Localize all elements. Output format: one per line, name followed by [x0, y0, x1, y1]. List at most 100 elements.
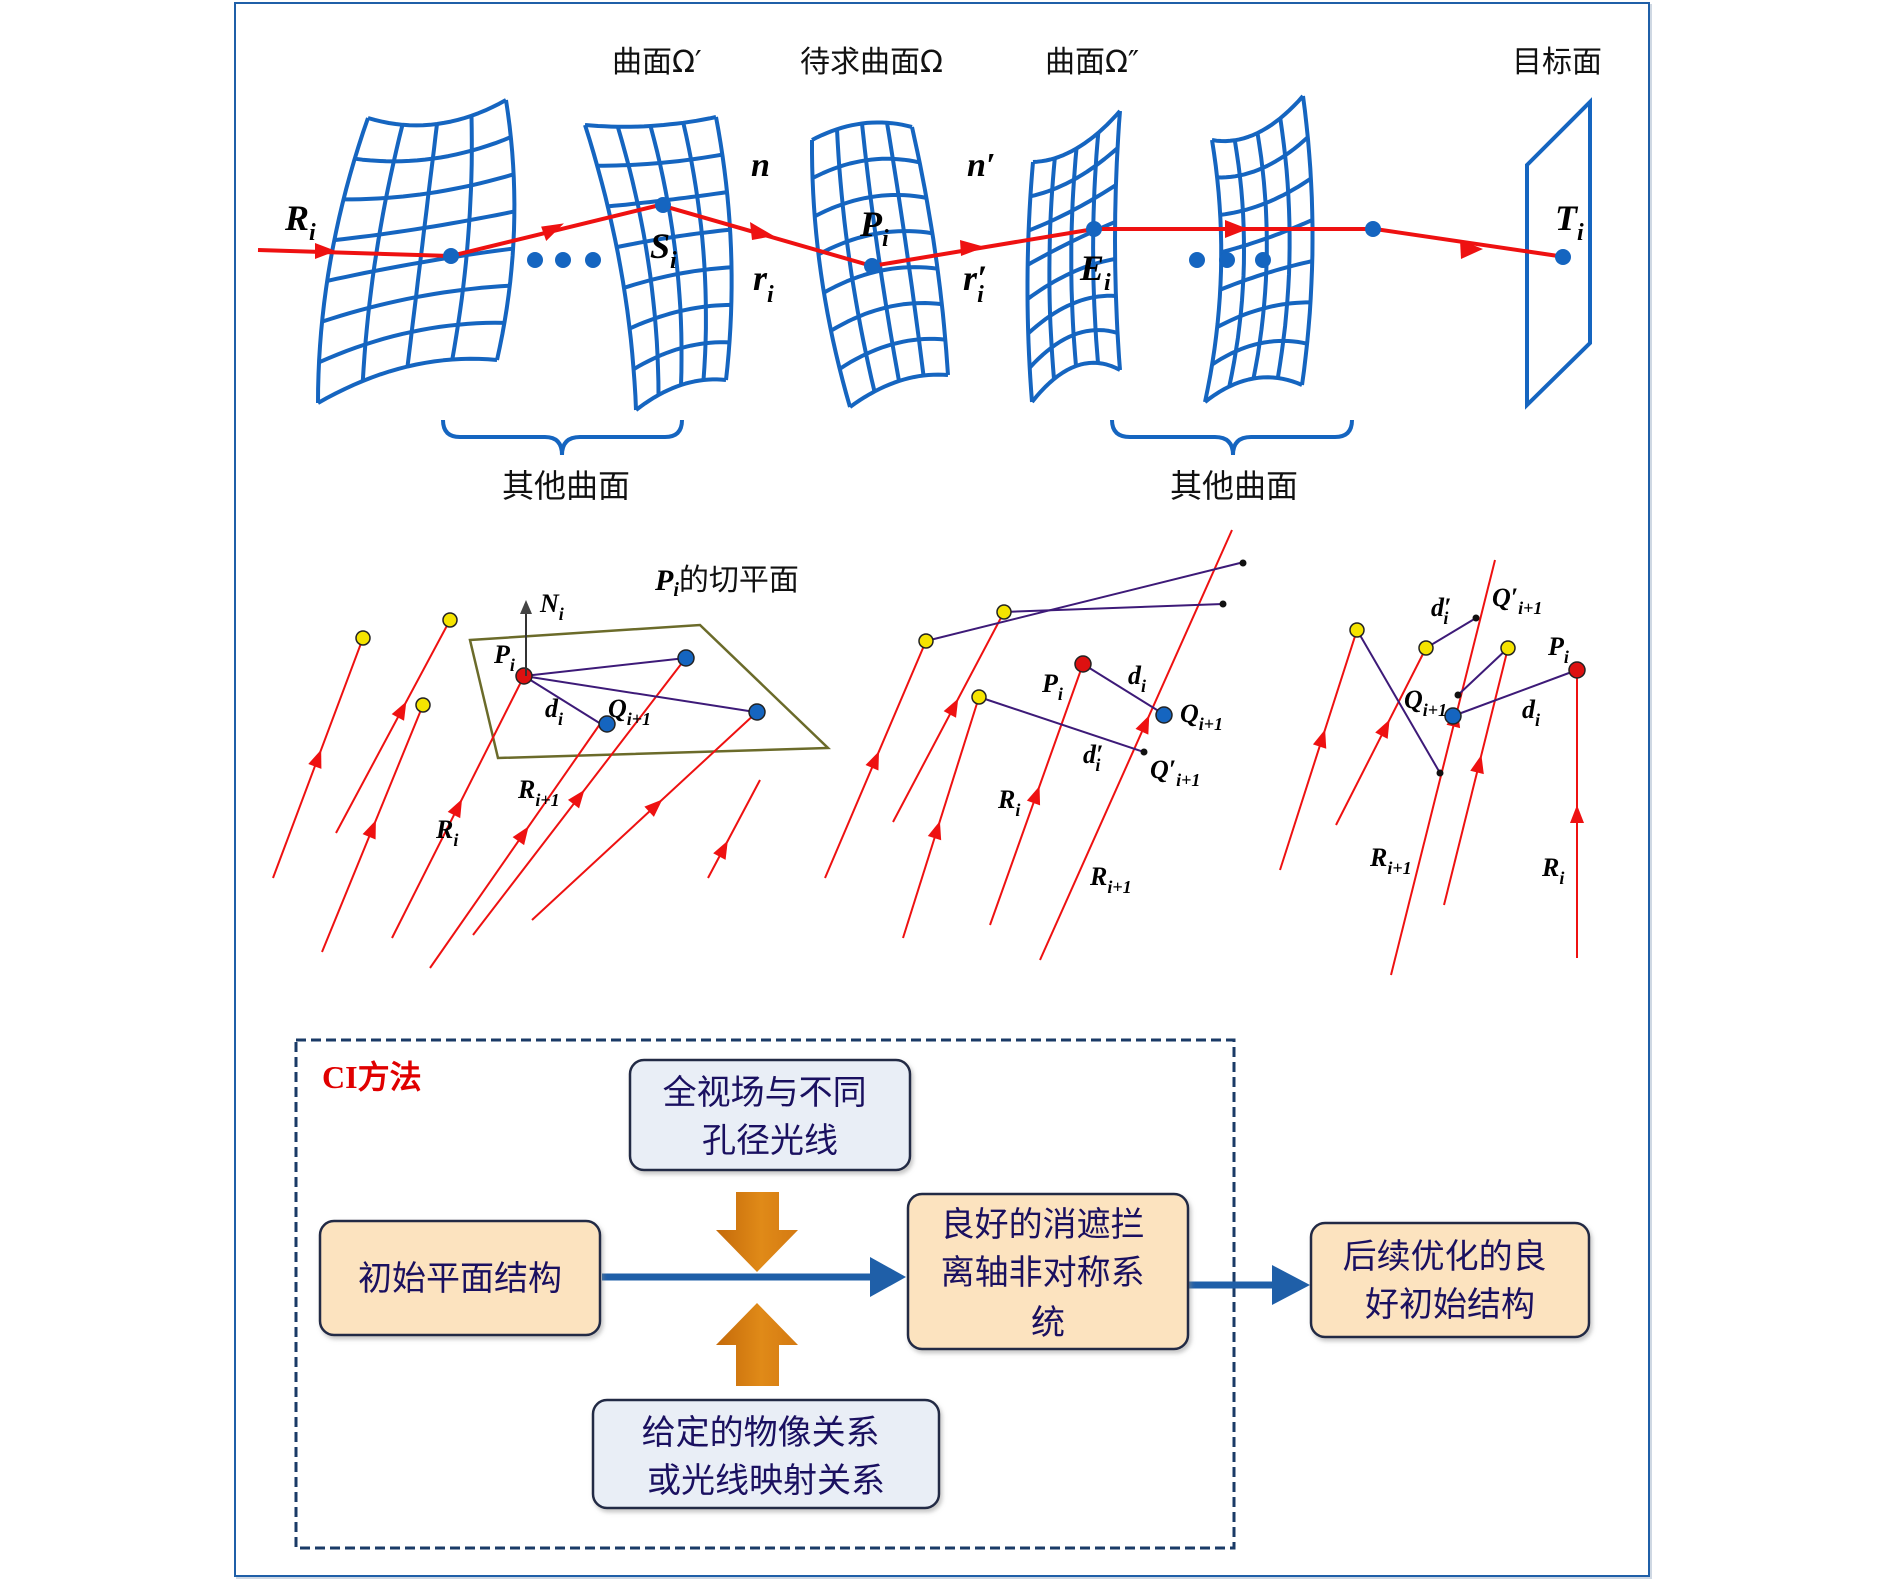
- mesh-line: [1030, 360, 1121, 404]
- mesh-line: [1227, 139, 1246, 387]
- ray-arrowhead: [865, 751, 880, 771]
- box-initial-plane-text: 初始平面结构: [358, 1259, 562, 1299]
- mesh-line: [822, 265, 938, 295]
- distance-line: [1003, 603, 1224, 613]
- label-surface-omega-prime: 曲面Ω′: [612, 45, 702, 80]
- light-ray: [1279, 629, 1358, 871]
- tangent-plane-P-sub: i: [673, 579, 679, 601]
- label-r: r: [753, 258, 768, 298]
- light-ray: [429, 723, 601, 969]
- distance-line: [925, 562, 1241, 642]
- mesh-line: [1113, 110, 1122, 371]
- light-ray: [335, 619, 451, 834]
- ray-arrowheads: [315, 220, 1483, 259]
- distance-line: [523, 657, 687, 677]
- ray-arrowhead: [391, 701, 407, 721]
- label-surface-omega: 待求曲面Ω: [800, 45, 943, 80]
- light-ray: [1039, 529, 1233, 961]
- mesh-line: [848, 372, 949, 409]
- label-P-sub: i: [882, 226, 889, 252]
- fig1-label-R: R: [435, 815, 453, 844]
- orange-down-arrow: [716, 1192, 798, 1272]
- mesh-line: [885, 122, 926, 376]
- mesh-line: [860, 123, 901, 382]
- svg-text:Ri+1: Ri+1: [1089, 862, 1132, 897]
- intersection-marker: [1219, 600, 1227, 608]
- light-ray: [892, 611, 1005, 823]
- fig3-label-Q: Q: [1404, 685, 1423, 714]
- svg-text:Ni: Ni: [539, 589, 564, 624]
- box-final-line1: 后续优化的良: [1343, 1237, 1547, 1277]
- mesh-line: [634, 377, 727, 412]
- fig2-label-R: R: [997, 785, 1015, 814]
- box-input-mapping-line2: 或光线映射关系: [647, 1461, 885, 1501]
- label-r-sub: i: [767, 282, 774, 308]
- figure-frame: [234, 2, 1650, 1577]
- fig2-label-P: P: [1041, 669, 1059, 698]
- flowchart: CI方法 全视场与不同 孔径光线 初始平面结构 良好的消遮拦 离轴非对称系 统: [294, 1038, 1591, 1550]
- svg-text:良好的消遮拦 离轴非对称系 统: 良好的消遮拦 离轴非对称系 统: [941, 1205, 1156, 1343]
- mesh-line: [597, 152, 723, 168]
- point-E: [1086, 221, 1102, 237]
- mesh-line: [405, 123, 439, 367]
- mesh-line: [1219, 259, 1313, 292]
- orange-up-arrow: [716, 1303, 798, 1386]
- ray-arrowhead: [713, 840, 728, 860]
- ray-arrowhead: [1470, 754, 1484, 775]
- svg-text:Pi: Pi: [859, 204, 889, 252]
- svg-text:后续优化的良 好初始结构: 后续优化的良 好初始结构: [1343, 1237, 1558, 1325]
- arrowhead: [541, 223, 564, 242]
- brace-label-right: 其他曲面: [1170, 467, 1298, 505]
- mesh-line: [1300, 95, 1315, 386]
- brace-left: [441, 419, 684, 456]
- mesh-line: [1219, 176, 1312, 217]
- ray-arrowhead: [512, 826, 529, 846]
- mesh-line: [1203, 375, 1303, 404]
- ray-arrowhead: [1312, 729, 1327, 749]
- label-n-prime: n′: [967, 147, 995, 184]
- svg-text:Ri+1: Ri+1: [517, 775, 560, 810]
- box-final-line2: 好初始结构: [1365, 1285, 1535, 1325]
- mesh-line: [813, 193, 927, 219]
- distance-line: [1082, 663, 1166, 716]
- surface-mesh-omega-double-prime: [1025, 109, 1122, 404]
- tangent-plane-text: 的切平面: [679, 563, 799, 598]
- intersection-marker: [1472, 614, 1480, 622]
- distance-line: [1425, 617, 1477, 649]
- mesh-line: [829, 301, 942, 333]
- label-target-surface: 目标面: [1512, 45, 1602, 80]
- mesh-line: [628, 302, 732, 331]
- ray-arrowhead: [1135, 715, 1150, 735]
- mesh-line: [1069, 148, 1079, 367]
- mesh-line: [1026, 257, 1116, 301]
- fig2-label-Q: Q: [1180, 699, 1199, 728]
- tangent-plane-figure: Pi的切平面: [468, 563, 832, 760]
- intersection-point: [443, 248, 459, 264]
- box-input-mapping: [591, 1398, 941, 1510]
- blue-point: [677, 649, 695, 667]
- fig3-label-R-next: R: [1369, 843, 1387, 872]
- mesh-line: [1216, 300, 1311, 329]
- intersection-marker: [1454, 691, 1462, 699]
- ray-arrowhead: [943, 698, 959, 718]
- label-E: E: [1079, 248, 1104, 288]
- arrowhead: [960, 240, 985, 256]
- label-R-sub: i: [309, 220, 316, 246]
- mesh-line: [316, 117, 370, 404]
- mesh-line: [1027, 183, 1117, 233]
- ci-method-title: CI方法: [322, 1059, 422, 1095]
- mesh-line: [450, 115, 474, 360]
- svg-text:Ri: Ri: [997, 785, 1020, 820]
- point-T: [1555, 249, 1571, 265]
- svg-text:Si: Si: [650, 226, 677, 274]
- middle-panel: Pi的切平面 Ni Pi di Qi+1 Ri Ri+1 Pi di Qi+1 …: [272, 529, 1586, 976]
- mesh-line: [623, 265, 732, 290]
- distance-line: [1452, 669, 1578, 717]
- label-T-sub: i: [1577, 220, 1584, 246]
- mesh-line: [714, 116, 734, 381]
- arrowhead: [1460, 240, 1483, 259]
- label-S-sub: i: [670, 248, 677, 274]
- mesh-line: [584, 115, 717, 129]
- ray-arrowhead: [927, 820, 942, 841]
- mesh-line: [1203, 139, 1224, 403]
